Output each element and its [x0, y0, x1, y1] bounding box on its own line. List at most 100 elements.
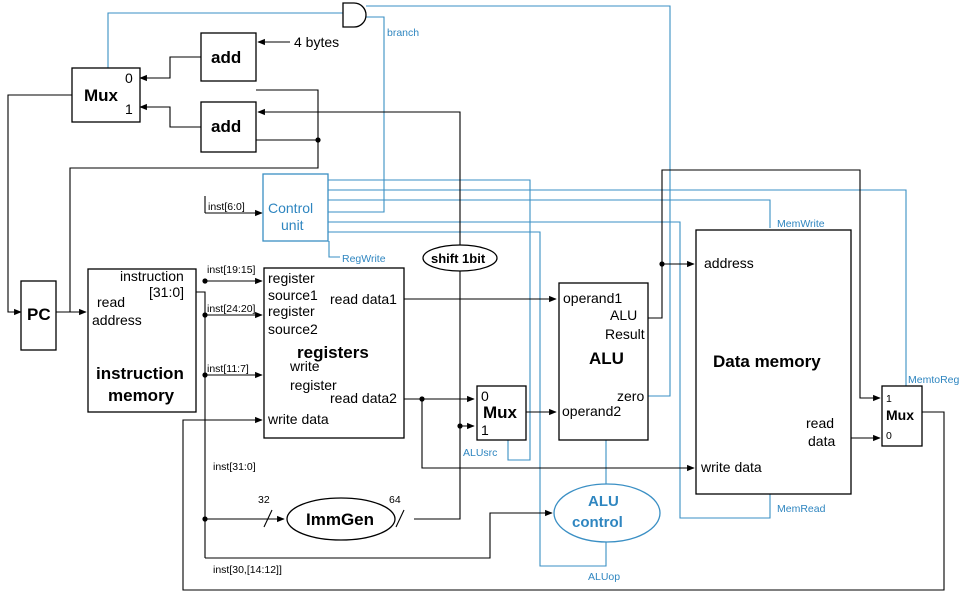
- data-memory-block: [695, 229, 852, 495]
- imem-out-label-1: instruction: [120, 268, 184, 284]
- memwrite-label: MemWrite: [777, 218, 825, 230]
- add-bottom-to-mux-wire: [139, 103, 201, 128]
- reg-write-label-2: register: [290, 377, 337, 393]
- immgen-block: [286, 497, 396, 541]
- pc-mux-in1-label: 1: [125, 101, 133, 117]
- alu-result-bypass-wire: [661, 169, 881, 402]
- alu-control-block: [553, 483, 661, 543]
- zero-to-and-wire: [366, 5, 671, 397]
- field-31-0-label: inst[31:0]: [213, 461, 256, 473]
- alu-control-label-2: control: [572, 514, 623, 531]
- bus-64-label: 64: [389, 494, 401, 506]
- field-6-0-label: inst[6:0]: [208, 201, 245, 213]
- junction-dot: [202, 312, 208, 318]
- alu-title: ALU: [589, 349, 624, 368]
- add-top-to-mux-wire: [139, 56, 201, 82]
- alu-mux-label: Mux: [483, 403, 518, 422]
- memread-wire: [328, 221, 771, 519]
- alu-mux-in0-label: 0: [481, 388, 489, 404]
- regwrite-wire: [328, 241, 340, 258]
- junction-dot: [202, 372, 208, 378]
- add-bottom-label: add: [211, 117, 241, 136]
- alu-op2-label: operand2: [562, 403, 621, 419]
- four-bytes-label: 4 bytes: [294, 34, 339, 50]
- reg-src2-label-2: source2: [268, 321, 318, 337]
- wb-mux-in1-label: 1: [886, 393, 892, 405]
- reg-read1-label: read data1: [330, 291, 397, 307]
- junctions: [202, 137, 665, 522]
- and-output-wire: [107, 12, 343, 68]
- regwrite-label: RegWrite: [342, 253, 386, 265]
- bus-slash-64: [395, 509, 405, 528]
- memwrite-wire: [328, 199, 771, 228]
- wb-mux-in0-label: 0: [886, 430, 892, 442]
- shift-label: shift 1bit: [431, 251, 486, 266]
- instruction-memory-block: [87, 268, 197, 413]
- writeback-mux: [881, 385, 923, 447]
- add-top-block: [200, 32, 257, 82]
- bus-32-label: 32: [258, 494, 270, 506]
- memtoreg-label: MemtoReg: [908, 374, 960, 386]
- imem-title-2: memory: [108, 386, 175, 405]
- junction-dot: [202, 516, 208, 522]
- control-unit-label-2: unit: [281, 217, 304, 233]
- alu-result-label-1: ALU: [610, 307, 637, 323]
- pc-mux-label: Mux: [84, 86, 119, 105]
- memtoreg-wire: [328, 189, 907, 386]
- imem-out-label-2: [31:0]: [149, 284, 184, 300]
- bus-slash-32: [263, 509, 273, 528]
- junction-dot: [202, 278, 208, 284]
- pc-mux-in0-label: 0: [125, 70, 133, 86]
- pc-label: PC: [27, 305, 51, 324]
- junction-dot: [419, 396, 425, 402]
- shift-to-add-wire: [257, 108, 461, 249]
- junction-dot: [457, 423, 463, 429]
- read2-to-dmem-wire: [421, 399, 695, 472]
- imem-in-label-1: read: [97, 294, 125, 310]
- reg-src1-label-2: source1: [268, 287, 318, 303]
- junction-dot: [315, 137, 321, 143]
- data-memory-title: Data memory: [713, 352, 821, 371]
- pc-to-adders-wire: [69, 89, 319, 312]
- pc-block: [20, 280, 57, 351]
- field-30-14-12-label: inst[30,[14:12]]: [213, 564, 282, 576]
- reg-src1-label-1: register: [268, 270, 315, 286]
- imem-in-label-2: address: [92, 312, 142, 328]
- alusrc-wire: [328, 179, 531, 461]
- control-wires: [107, 5, 907, 567]
- junction-dot: [659, 261, 665, 267]
- field-24-20-label: inst[24:20]: [207, 303, 256, 315]
- memread-label: MemRead: [777, 503, 826, 515]
- dm-address-label: address: [704, 255, 754, 271]
- alu-result-wire: [648, 260, 695, 319]
- alu-block: [558, 282, 649, 441]
- inst-30-14-12-wire: [205, 509, 553, 559]
- alu-control-label-1: ALU: [588, 493, 619, 510]
- pc-mux: [71, 67, 141, 123]
- add-top-label: add: [211, 48, 241, 67]
- branch-wire: [328, 16, 385, 213]
- aluop-label: ALUop: [588, 571, 620, 583]
- data-wires: [7, 38, 945, 591]
- alu-mux: [476, 385, 527, 441]
- add-bottom-block: [200, 101, 257, 153]
- alu-result-label-2: Result: [605, 326, 645, 342]
- instruction-bus-wire: [196, 291, 206, 558]
- alu-zero-label: zero: [617, 388, 644, 404]
- registers-block: [263, 267, 405, 439]
- field-11-7-label: inst[11:7]: [207, 363, 249, 375]
- writeback-wire: [182, 411, 945, 591]
- dm-write-data-label: write data: [700, 459, 762, 475]
- registers-title: registers: [297, 343, 369, 362]
- and-gate: [342, 2, 367, 28]
- imem-title-1: instruction: [96, 364, 184, 383]
- dm-read-label-1: read: [806, 415, 834, 431]
- reg-src2-label-1: register: [268, 303, 315, 319]
- alusrc-label: ALUsrc: [463, 447, 497, 459]
- wb-mux-label: Mux: [886, 407, 914, 423]
- alu-mux-in1-label: 1: [481, 422, 489, 438]
- control-unit-label-1: Control: [268, 200, 313, 216]
- immgen-label: ImmGen: [306, 510, 374, 529]
- field-19-15-label: inst[19:15]: [207, 264, 256, 276]
